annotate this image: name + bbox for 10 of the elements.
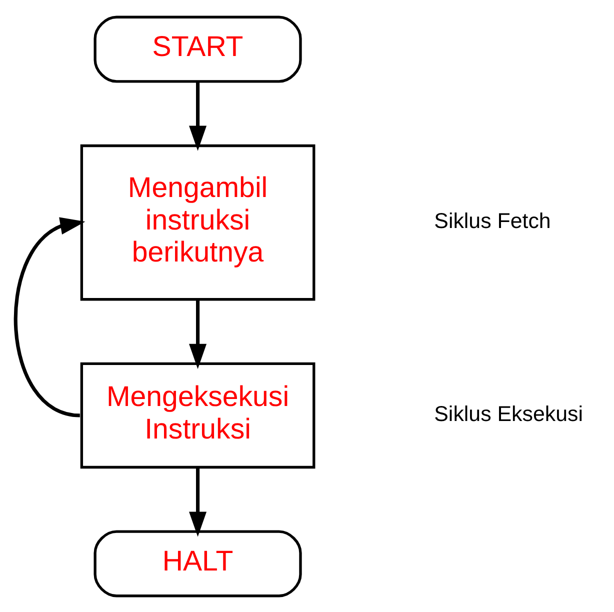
label: Siklus Eksekusi	[434, 401, 583, 426]
arrow	[189, 82, 207, 150]
node-box: Mengeksekusi Instruksi	[80, 362, 316, 468]
arrow	[14, 216, 86, 417]
arrow	[189, 467, 207, 536]
arrow	[189, 299, 207, 368]
node-box: HALT	[94, 530, 302, 597]
label: Siklus Fetch	[434, 208, 551, 233]
node-box: Mengambil instruksi berikutnya	[80, 144, 316, 300]
node-box: START	[94, 15, 302, 82]
